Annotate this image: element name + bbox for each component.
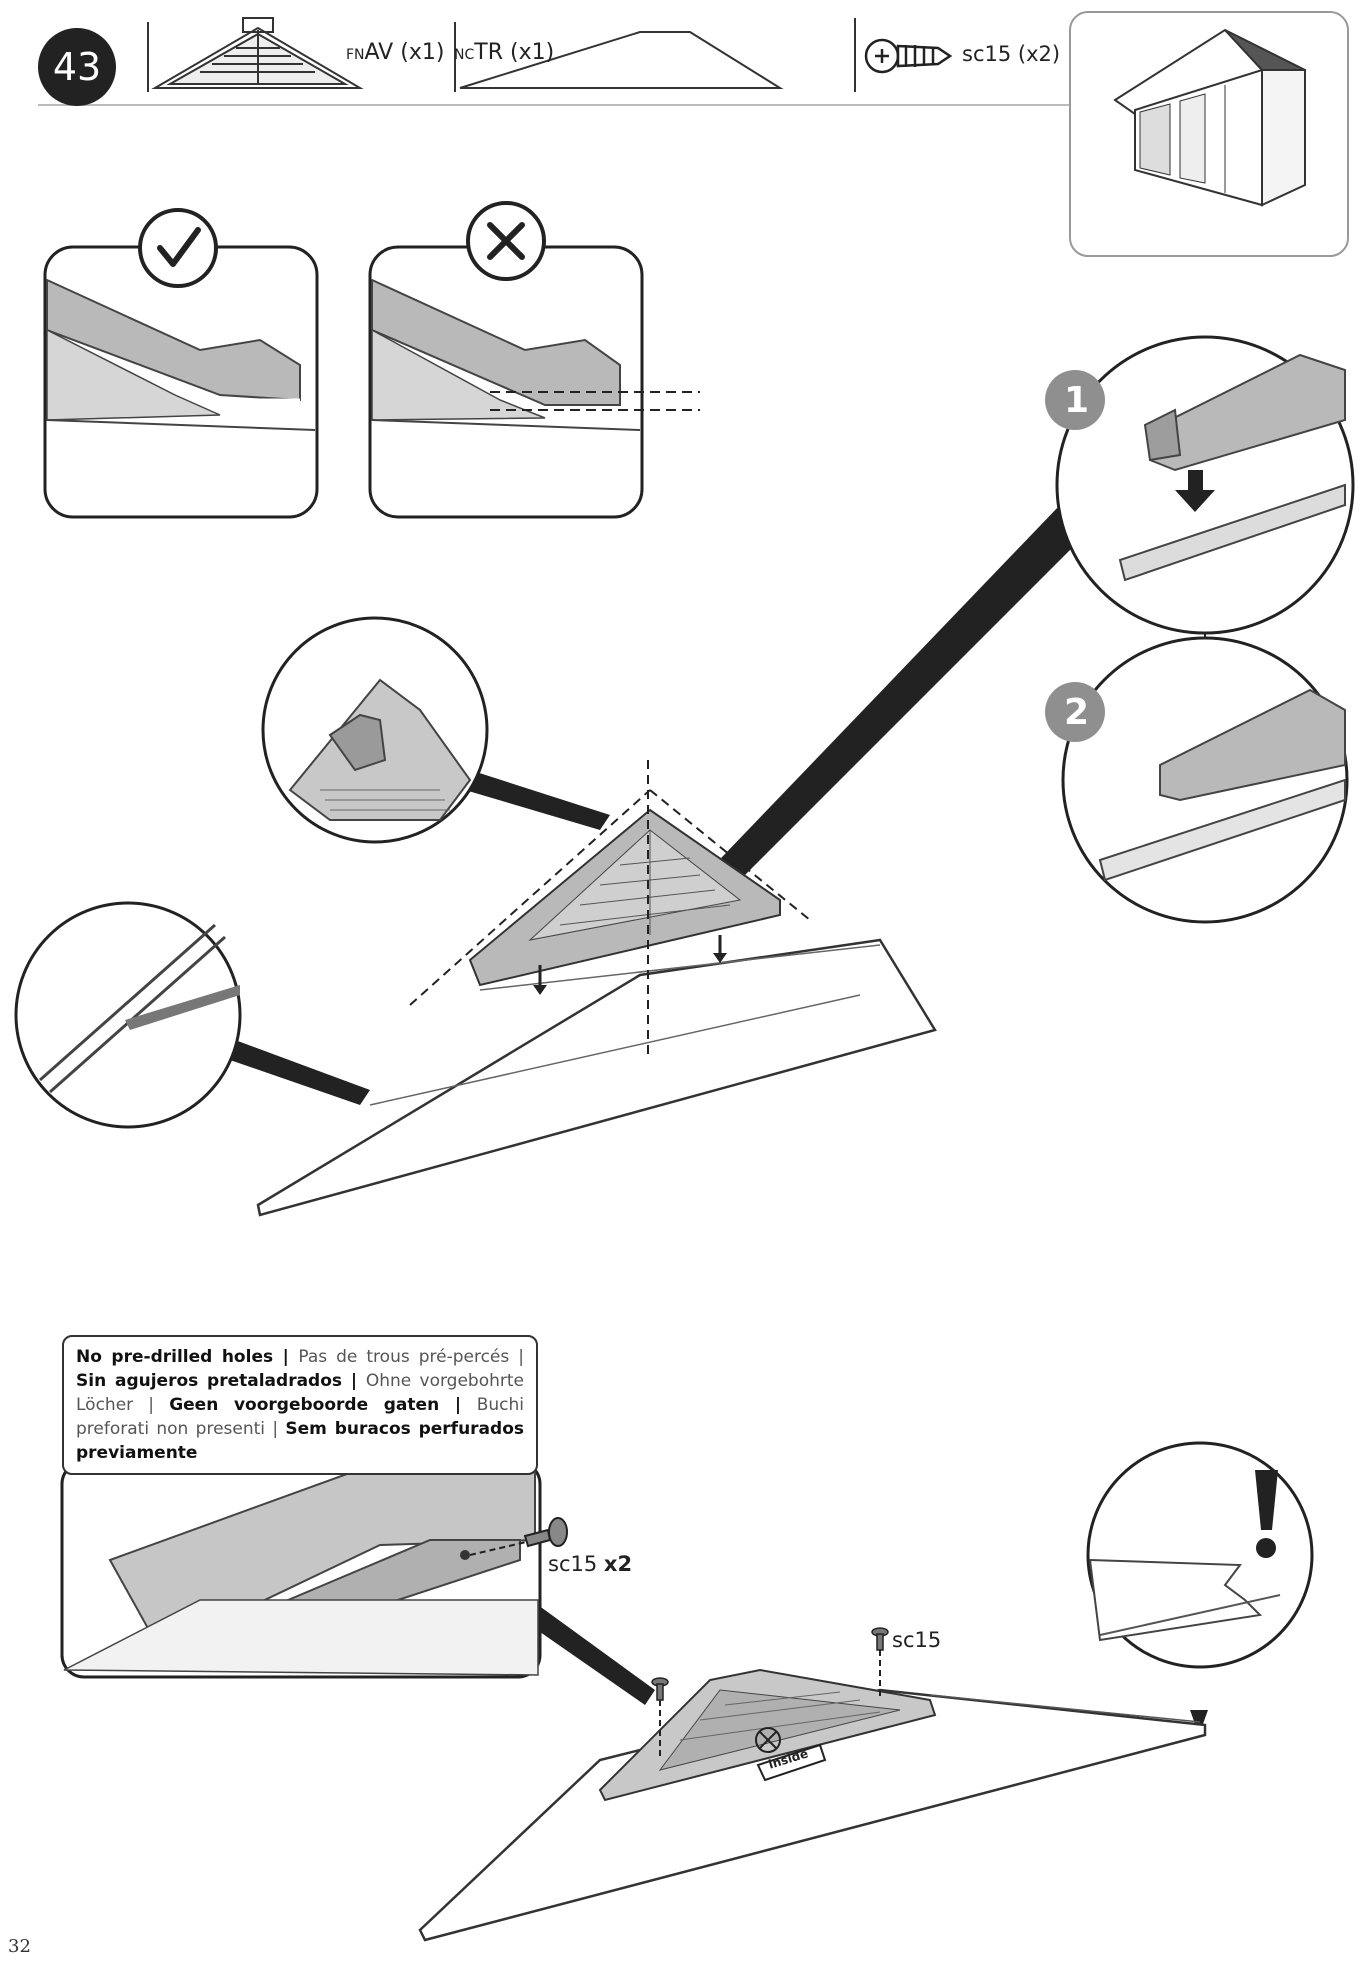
screw-callout-name: sc15 [548,1552,598,1576]
note-segment: No pre-drilled holes [76,1347,274,1367]
bottom-trim-panel [418,1688,1207,1942]
part-qty: (x1) [400,40,445,65]
note-segment: Buchi preforati non presenti [76,1395,524,1439]
shed-overview-icon [1069,11,1349,257]
sub-step-1-badge [1045,370,1105,430]
part-label-trim: NCTR (x1) [454,40,554,65]
part-name: TR [474,40,503,65]
screw-callout-detail: sc15 x2 [548,1552,632,1576]
correct-fit-detail [43,245,319,519]
trim-edge-detail-circle [14,901,370,1129]
note-segment: Ohne vorgebohrte Löcher [76,1371,524,1415]
screw-callout-main: sc15 [892,1628,942,1652]
note-segment: Geen voorgeboorde gaten [169,1395,440,1415]
note-separator: | [439,1395,477,1415]
part-label-gable: FNAV (x1) [346,40,444,65]
screw-small-icon-right [871,1627,889,1651]
screw-icon [864,38,953,74]
note-separator: | [509,1347,524,1367]
part-code: NC [454,47,475,63]
note-separator: | [342,1371,366,1391]
main-gable-part [409,760,811,1060]
inside-tag-shape [756,1743,827,1782]
step-number-badge: 43 [38,28,116,106]
screw-small-icon-left [651,1677,669,1701]
note-segment: Sin agujeros pretaladrados [76,1371,343,1391]
sub-step-2-number: 2 [1064,692,1090,733]
cross-mark-icon [466,201,546,281]
page-number: 32 [8,1936,31,1957]
screw-label-header: sc15 (x2) [962,42,1060,66]
note-separator: | [133,1395,170,1415]
screw-callout-qty: x2 [603,1552,633,1576]
note-separator: | [273,1347,299,1367]
warning-detail-circle [1086,1441,1314,1735]
check-mark-icon [138,208,218,288]
part-code: FN [346,47,365,63]
part-qty: (x1) [509,40,555,65]
screw-name: sc15 [962,42,1012,66]
main-trim-panel [256,938,937,1217]
gable-corner-detail-circle [261,616,610,844]
detail-circle-step-1 [1055,335,1355,635]
trim-part-thumbnail [459,31,784,89]
incorrect-fit-detail [368,245,700,519]
note-separator: | [265,1419,286,1439]
screw-detail-icon [523,1517,568,1548]
gable-part-thumbnail [151,17,364,89]
detail-pointer-1 [700,505,1085,880]
note-segment: Sem buracos perfurados previamente [76,1419,524,1463]
no-predrilled-holes-note: No pre-drilled holes | Pas de trous pré-… [62,1335,538,1475]
detail-circle-step-2 [1061,636,1349,924]
bottom-gable-part [598,1640,937,1802]
part-name: AV [364,40,394,65]
note-segment: Pas de trous pré-percés [298,1347,510,1367]
sub-step-2-badge [1045,682,1105,742]
sub-step-1-number: 1 [1064,380,1090,421]
screw-qty: (x2) [1017,42,1061,66]
fastening-detail-box [60,1460,655,1705]
